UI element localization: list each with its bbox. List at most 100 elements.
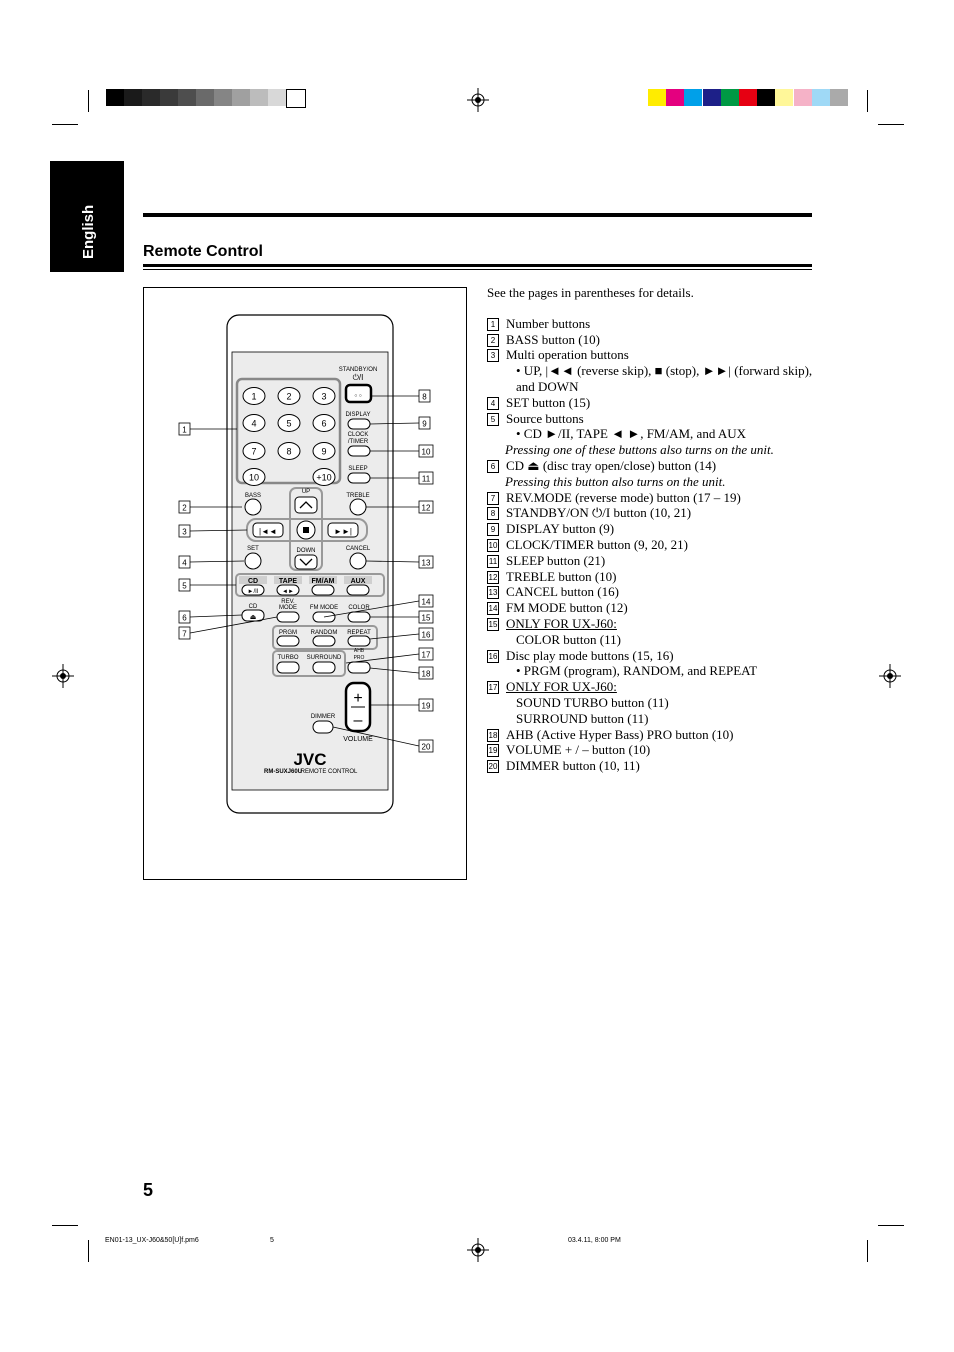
cancel-button [349, 552, 367, 570]
repeat-label: REPEAT [347, 630, 371, 636]
legend-subitem: SOUND TURBO button (11) [516, 694, 669, 710]
up-label: UP [302, 489, 310, 495]
number-key-label: 1 [251, 392, 256, 402]
footer-datetime: 03.4.11, 8:00 PM [568, 1237, 621, 1244]
legend-text: DISPLAY button (9) [506, 521, 615, 537]
crop-mark [88, 1240, 89, 1262]
callout-number: 2 [182, 504, 187, 513]
power-icon: ⏻/I [353, 373, 364, 382]
down-button [294, 554, 318, 570]
legend-text: ONLY FOR UX-J60: [506, 679, 617, 695]
legend-text: Number buttons [506, 315, 591, 331]
volume-minus-icon: – [354, 712, 363, 729]
set-button [244, 552, 262, 570]
source-label-bg [239, 576, 267, 584]
crop-mark [867, 1240, 868, 1262]
legend-number: 2 [487, 333, 499, 347]
callout-number: 17 [422, 651, 431, 660]
volume-plus-icon: + [353, 690, 362, 707]
source-label-bg [309, 576, 337, 584]
gray-swatch [214, 89, 232, 106]
legend-number: 14 [487, 602, 499, 616]
number-key-10 [242, 468, 266, 486]
cancel-label: CANCEL [346, 546, 371, 552]
color-swatch [702, 89, 721, 106]
number-key-5 [277, 414, 301, 432]
callout-number: 9 [422, 420, 427, 429]
callout-number: 3 [182, 528, 187, 537]
callout-number: 7 [182, 630, 187, 639]
legend-note: Pressing this button also turns on the u… [505, 473, 726, 489]
callout-number: 12 [422, 504, 431, 513]
callout-number: 15 [422, 614, 431, 623]
callout-line [189, 529, 248, 532]
gray-swatch [286, 89, 306, 108]
number-key-3 [312, 387, 336, 405]
callout-line [369, 422, 420, 425]
number-key-2 [277, 387, 301, 405]
source-icon: ►/II [248, 589, 259, 595]
source-label-bg [274, 576, 302, 584]
remote-control-label: REMOTE CONTROL [301, 769, 358, 775]
clock-timer-button [347, 445, 371, 457]
footer-page: 5 [270, 1237, 274, 1244]
color-swatch [757, 89, 776, 106]
language-label: English [80, 204, 97, 259]
source-label: CD [248, 578, 258, 585]
source-button [276, 584, 300, 596]
color-swatch [830, 89, 848, 106]
page-number: 5 [143, 1180, 154, 1200]
legend-number: 8 [487, 507, 499, 521]
callout-line [369, 633, 420, 640]
number-key-label: 5 [286, 419, 291, 429]
number-key-label: 7 [251, 447, 256, 457]
language-side-tab: English [50, 161, 124, 272]
cd-eject-button [241, 609, 265, 622]
legend-text: ONLY FOR UX-J60: [506, 615, 617, 631]
legend-number: 13 [487, 586, 499, 600]
number-key-label: 4 [251, 419, 256, 429]
legend-text: Multi operation buttons [506, 347, 629, 363]
legend-subitem: • CD ►/II, TAPE ◄ ►, FM/AM, and AUX [516, 426, 747, 442]
number-key-label: +10 [316, 473, 331, 483]
legend-note: Pressing one of these buttons also turns… [505, 442, 774, 458]
standby-label: STANDBY/ON [339, 367, 378, 373]
number-key-8 [277, 442, 301, 460]
fm-mode-label: FM MODE [310, 605, 338, 611]
legend-number: 16 [487, 649, 499, 663]
gray-swatch [142, 89, 160, 106]
down-label: DOWN [297, 548, 316, 554]
legend-number: 1 [487, 317, 499, 331]
forward-skip-icon: ►►| [334, 527, 352, 536]
gray-swatch [106, 89, 124, 106]
number-key-6 [312, 414, 336, 432]
gray-swatch [124, 89, 142, 106]
treble-button [349, 498, 367, 516]
crop-mark [867, 90, 868, 112]
model-label: RM-SUXJ60U [264, 769, 302, 775]
title-rule [143, 264, 812, 267]
registration-target-icon [52, 664, 74, 688]
legend-text: STANDBY/ON ⏻/I button (10, 21) [506, 505, 692, 521]
callout-number: 13 [422, 559, 431, 568]
legend-text: VOLUME + / – button (10) [506, 742, 651, 758]
clock-label: CLOCK [348, 432, 369, 438]
registration-target-icon [467, 88, 489, 112]
source-label: FM/AM [312, 578, 335, 585]
callout-number: 14 [422, 598, 431, 607]
registration-target-icon [467, 1238, 489, 1262]
sleep-label: SLEEP [348, 466, 367, 472]
number-key-label: 3 [321, 392, 326, 402]
callout-number: 20 [422, 743, 431, 752]
legend-text: CD ⏏ (disc tray open/close) button (14) [506, 457, 717, 473]
legend-text: Disc play mode buttons (15, 16) [506, 647, 674, 663]
